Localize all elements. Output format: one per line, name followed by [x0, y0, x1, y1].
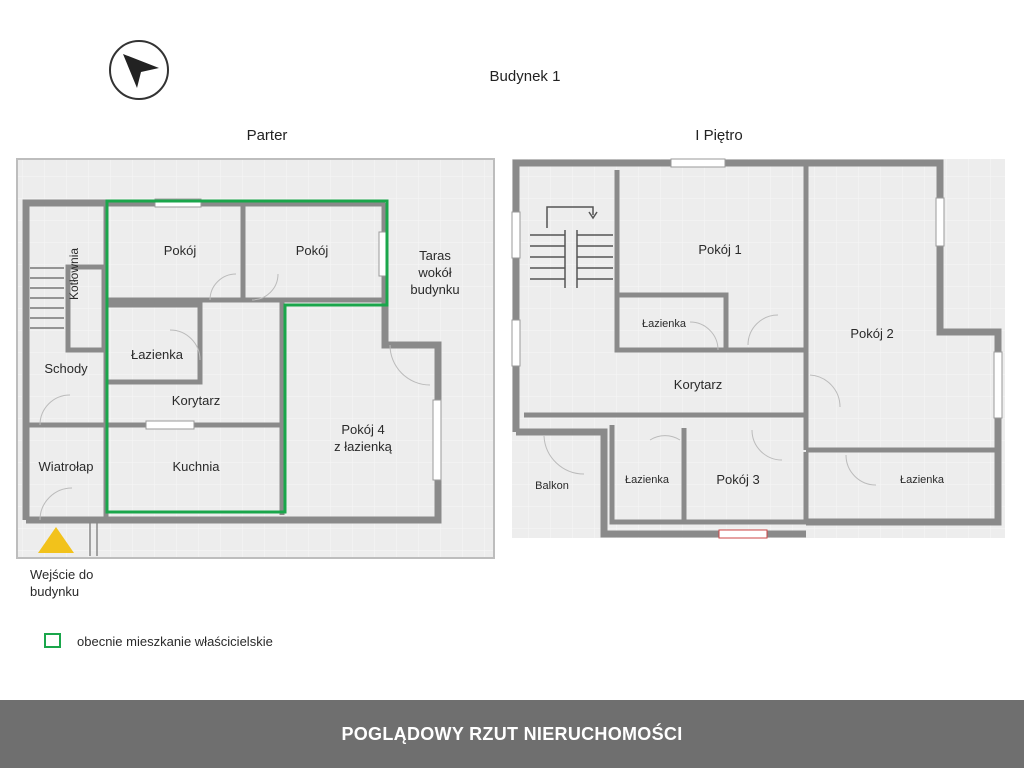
room-label-korytarz: Korytarz	[171, 393, 221, 408]
room-label-pokoj-2: Pokój 2	[850, 326, 894, 341]
footer-banner: POGLĄDOWY RZUT NIERUCHOMOŚCI	[0, 700, 1024, 768]
compass-north-arrow-icon	[109, 40, 169, 100]
ground-floor-title: Parter	[246, 127, 288, 144]
room-label-lazienka-a: Łazienka	[641, 318, 687, 330]
room-label-wiatrolap: Wiatrołap	[38, 459, 94, 474]
entrance-triangle-icon	[38, 527, 74, 553]
room-label-pokoj-3: Pokój 3	[716, 472, 760, 487]
first-floor-interior-walls	[524, 163, 998, 525]
first-floor-doors	[543, 314, 877, 486]
building-title: Budynek 1	[489, 68, 561, 85]
room-label-pokoj: Pokój	[295, 243, 329, 258]
legend-label: obecnie mieszkanie właścicielskie	[77, 634, 273, 649]
entrance-label-line: budynku	[30, 584, 80, 599]
first-floor-title: I Piętro	[695, 127, 743, 144]
ground-floor-plan	[16, 158, 495, 559]
footer-title: POGLĄDOWY RZUT NIERUCHOMOŚCI	[341, 723, 683, 744]
first-floor-plan	[511, 158, 1005, 539]
ground-floor-stairs	[30, 267, 64, 329]
room-label-pokoj: Pokój	[163, 243, 197, 258]
taras-line: wokół	[418, 265, 452, 280]
room-label-lazienka-c: Łazienka	[899, 474, 945, 486]
ground-floor-windows	[145, 198, 442, 481]
room-label-kuchnia: Kuchnia	[172, 459, 220, 474]
first-floor-walls	[512, 159, 1002, 538]
room-label-taras: Taras wokół budynku	[395, 247, 475, 298]
taras-line: budynku	[410, 282, 460, 297]
legend-swatch	[44, 633, 61, 648]
owner-apartment-outline	[105, 199, 389, 514]
first-floor-stairs	[530, 206, 613, 288]
room-label-lazienka: Łazienka	[130, 347, 184, 362]
entrance-label: Wejście do budynku	[30, 566, 140, 600]
entrance-label-line: Wejście do	[30, 567, 94, 582]
first-floor-windows	[511, 158, 1003, 539]
room-label-pokoj-1: Pokój 1	[698, 242, 742, 257]
ground-floor-doors	[39, 273, 431, 521]
ground-floor-terrace	[16, 158, 495, 559]
room-label-schody: Schody	[44, 361, 88, 376]
floor-plan-drawing	[16, 158, 1005, 559]
pokoj4-line: Pokój 4	[341, 422, 385, 437]
room-label-pokoj-4: Pokój 4 z łazienką	[305, 421, 421, 455]
room-label-balkon: Balkon	[535, 480, 569, 492]
pokoj4-line: z łazienką	[334, 439, 392, 454]
room-label-kotlownia: Kotłownia	[67, 247, 81, 300]
room-label-korytarz-first: Korytarz	[673, 377, 723, 392]
room-label-lazienka-b: Łazienka	[624, 474, 670, 486]
ground-floor-interior-walls	[26, 203, 385, 520]
taras-line: Taras	[419, 248, 451, 263]
